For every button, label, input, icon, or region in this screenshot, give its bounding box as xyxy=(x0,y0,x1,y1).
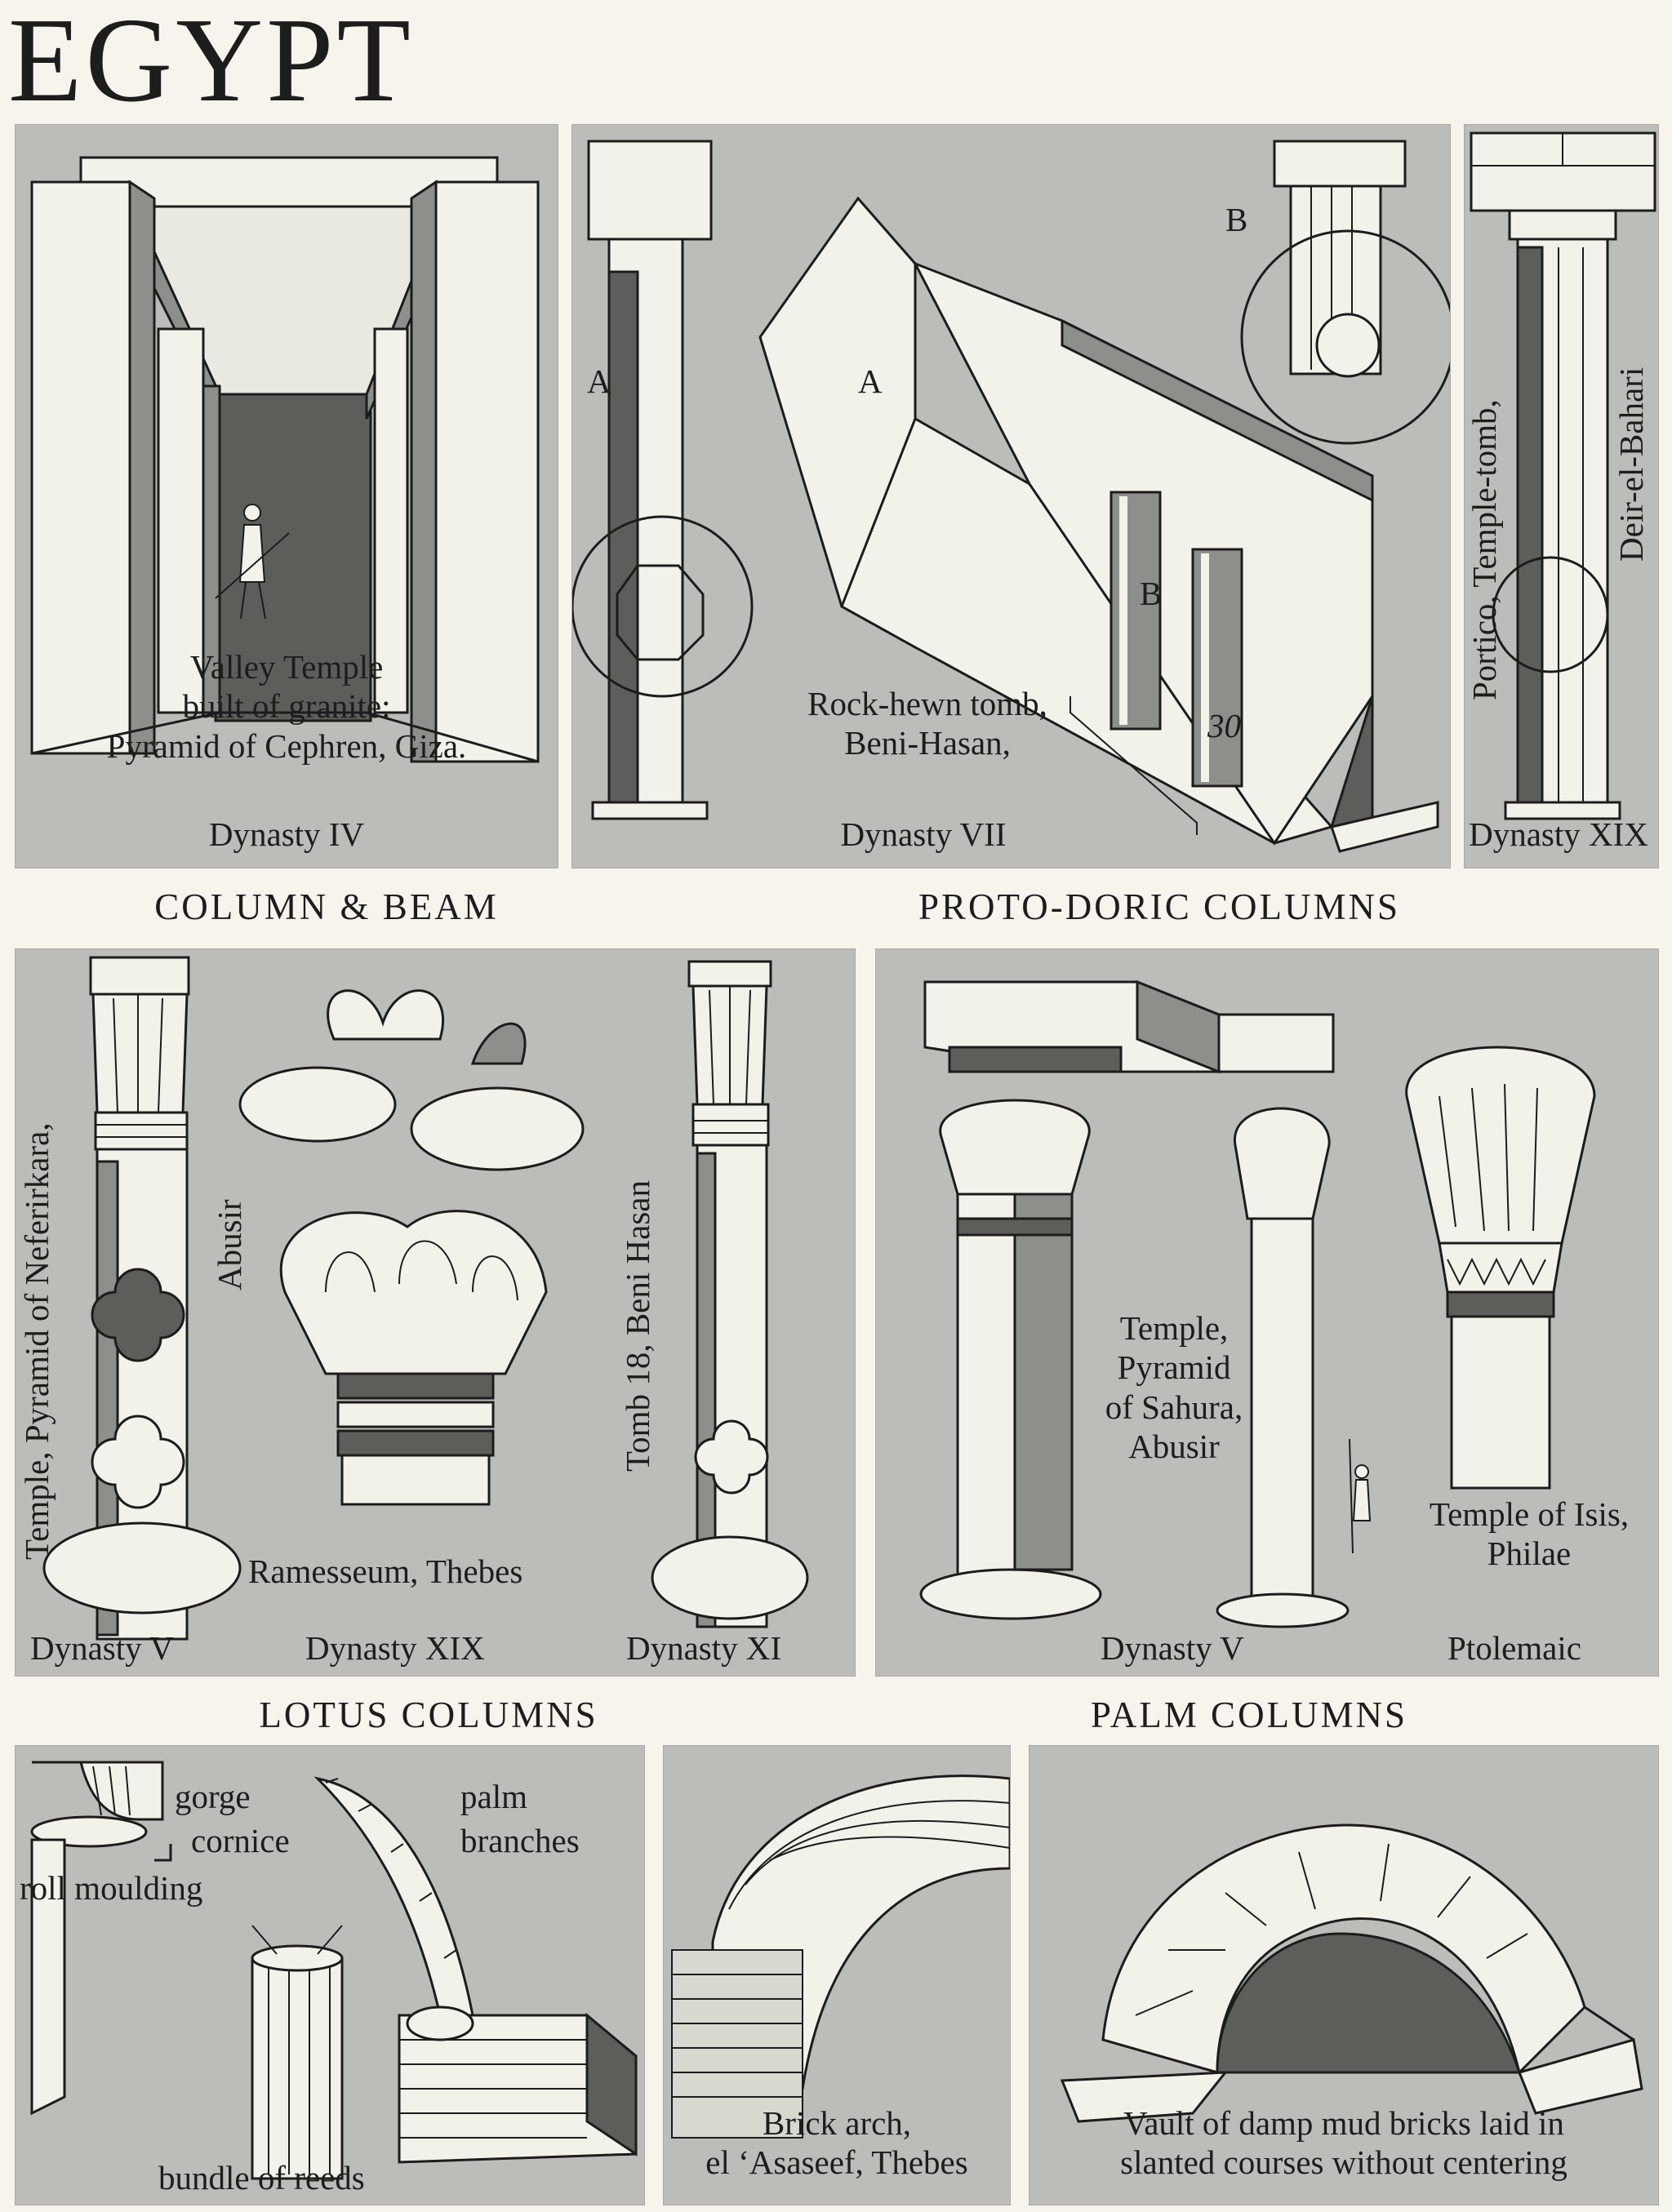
brick-arch-caption: Brick arch, el ‘Asaseef, Thebes xyxy=(705,2104,968,2182)
isis-caption: Temple of Isis, Philae xyxy=(1429,1495,1630,1573)
cornice-illustration xyxy=(16,1746,644,2205)
gorge-label: gorge xyxy=(175,1778,251,1815)
palm-illustration xyxy=(876,949,1658,1676)
vault-illustration xyxy=(1029,1746,1658,2205)
tomb18-label: Tomb 18, Beni Hasan xyxy=(619,1180,656,1472)
roll-moulding-label: roll moulding xyxy=(20,1869,203,1907)
rock-tomb-panel: A A B B 30 Rock-hewn tomb, Beni-Hasan, D… xyxy=(571,124,1451,868)
valley-temple-dynasty: Dynasty IV xyxy=(208,815,365,853)
section-palm: PALM COLUMNS xyxy=(1090,1695,1408,1735)
palm-dynasty-v: Dynasty V xyxy=(1101,1629,1244,1667)
lotus-dynasty-xix: Dynasty XIX xyxy=(305,1629,485,1667)
portico-vertical-label: Portico, Temple-tomb, xyxy=(1465,399,1503,700)
rock-tomb-illustration xyxy=(572,125,1450,868)
cornice-panel: gorge cornice roll moulding palm branche… xyxy=(15,1745,645,2205)
rock-tomb-dynasty: Dynasty VII xyxy=(840,815,1007,853)
portico-panel: Portico, Temple-tomb, Deir-el-Bahari Dyn… xyxy=(1464,124,1659,868)
brick-arch-illustration xyxy=(664,1746,1010,2205)
ramesseum-label: Ramesseum, Thebes xyxy=(248,1552,523,1590)
vault-caption: Vault of damp mud bricks laid in slanted… xyxy=(1120,2104,1568,2182)
label-b-low: B xyxy=(1140,575,1163,612)
palm-label: palm xyxy=(460,1778,527,1815)
label-b-top: B xyxy=(1225,201,1248,238)
abusir-label: Abusir xyxy=(211,1199,248,1290)
portico-illustration xyxy=(1465,125,1658,868)
palm-panel: Temple, Pyramid of Sahura, Abusir Temple… xyxy=(875,948,1659,1677)
page-title: EGYPT xyxy=(8,0,414,127)
vault-panel: Vault of damp mud bricks laid in slanted… xyxy=(1029,1745,1659,2205)
label-a-left: A xyxy=(587,362,611,400)
lotus-illustration xyxy=(16,949,855,1676)
ptolemaic-label: Ptolemaic xyxy=(1447,1629,1581,1667)
branches-label: branches xyxy=(460,1822,580,1859)
bundle-of-reeds-label: bundle of reeds xyxy=(158,2159,365,2196)
section-lotus: LOTUS COLUMNS xyxy=(259,1695,598,1735)
rock-tomb-caption: Rock-hewn tomb, Beni-Hasan, xyxy=(807,685,1047,762)
section-column-beam: COLUMN & BEAM xyxy=(154,886,499,927)
valley-temple-panel: Valley Temple built of granite: Pyramid … xyxy=(15,124,558,868)
neferirkara-label: Temple, Pyramid of Neferirkara, xyxy=(18,1122,56,1560)
scale-number: 30 xyxy=(1207,707,1241,744)
valley-temple-caption: Valley Temple built of granite: Pyramid … xyxy=(106,648,467,765)
sahura-caption: Temple, Pyramid of Sahura, Abusir xyxy=(1105,1309,1243,1466)
portico-dynasty: Dynasty XIX xyxy=(1469,815,1648,853)
valley-temple-illustration xyxy=(16,125,558,868)
deir-el-bahari-label: Deir-el-Bahari xyxy=(1612,366,1650,562)
cornice-label: cornice xyxy=(191,1822,290,1859)
section-proto-doric: PROTO-DORIC COLUMNS xyxy=(918,886,1400,927)
lotus-panel: Temple, Pyramid of Neferirkara, Abusir R… xyxy=(15,948,856,1677)
brick-arch-panel: Brick arch, el ‘Asaseef, Thebes xyxy=(663,1745,1011,2205)
lotus-dynasty-v: Dynasty V xyxy=(30,1629,174,1667)
lotus-dynasty-xi: Dynasty XI xyxy=(626,1629,782,1667)
label-a-right: A xyxy=(858,362,883,400)
